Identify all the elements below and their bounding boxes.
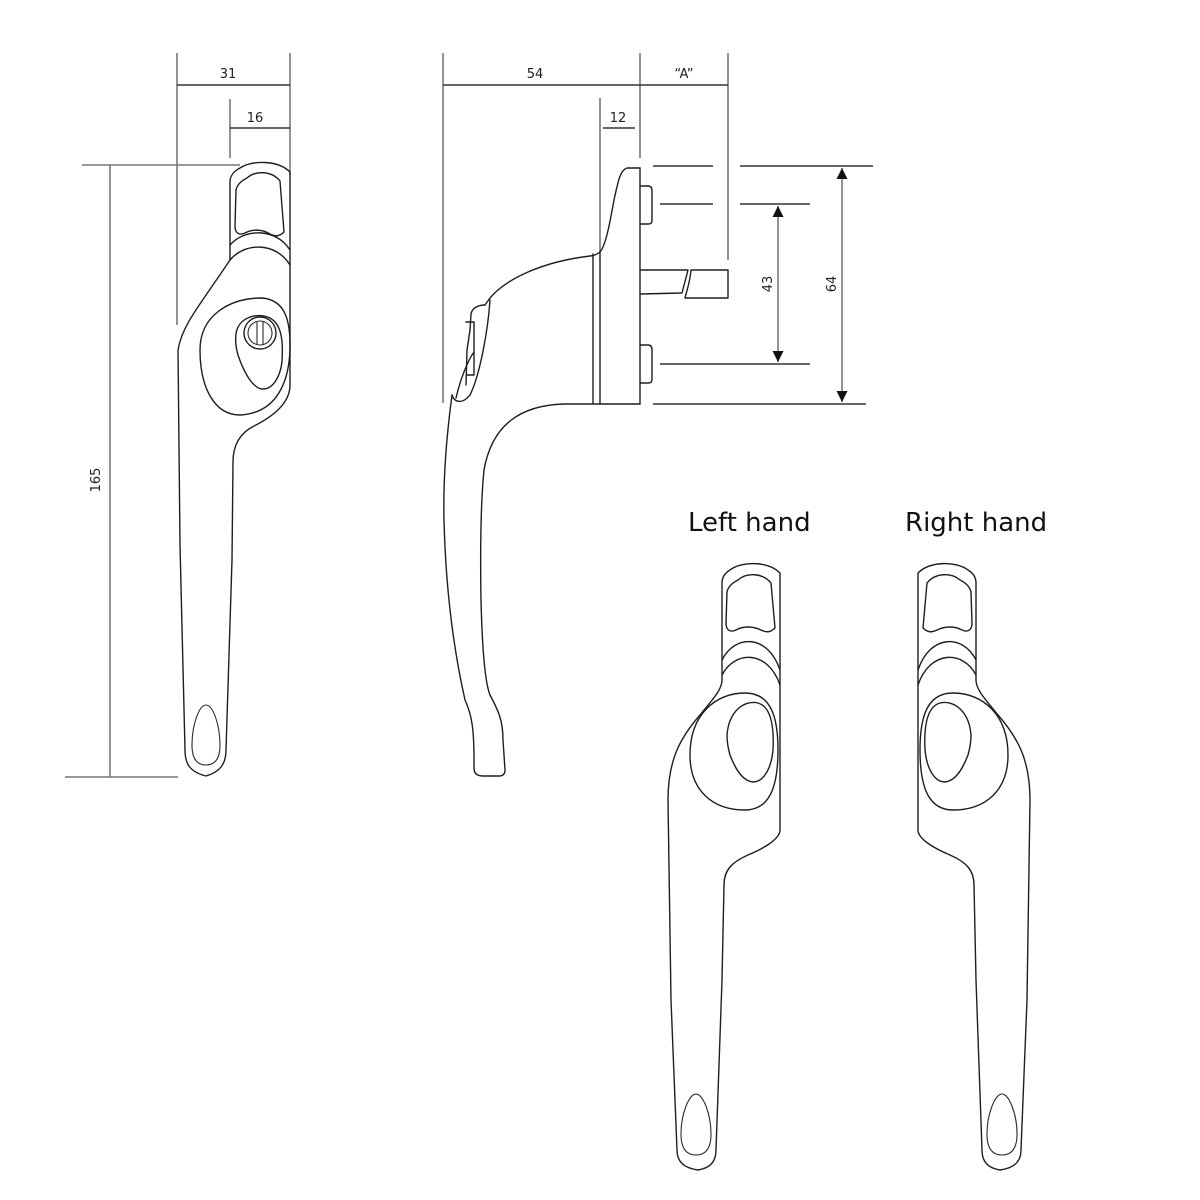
dim-43: 43 (761, 276, 776, 293)
dim-16: 16 (247, 111, 264, 126)
dim-A: “A” (674, 67, 693, 82)
right-hand-label: Right hand (905, 508, 1048, 538)
lock-cylinder-icon (243, 316, 277, 350)
dim-31: 31 (220, 67, 237, 82)
side-view: 54 “A” 12 43 64 (442, 53, 873, 777)
dim-12: 12 (610, 111, 627, 126)
right-hand-handle (917, 562, 1031, 1171)
front-view: 31 16 165 (65, 53, 291, 778)
dim-54: 54 (527, 67, 544, 82)
dim-165: 165 (89, 468, 104, 493)
left-hand-handle (667, 562, 781, 1171)
dim-64: 64 (825, 276, 840, 293)
left-hand-label: Left hand (688, 508, 811, 538)
